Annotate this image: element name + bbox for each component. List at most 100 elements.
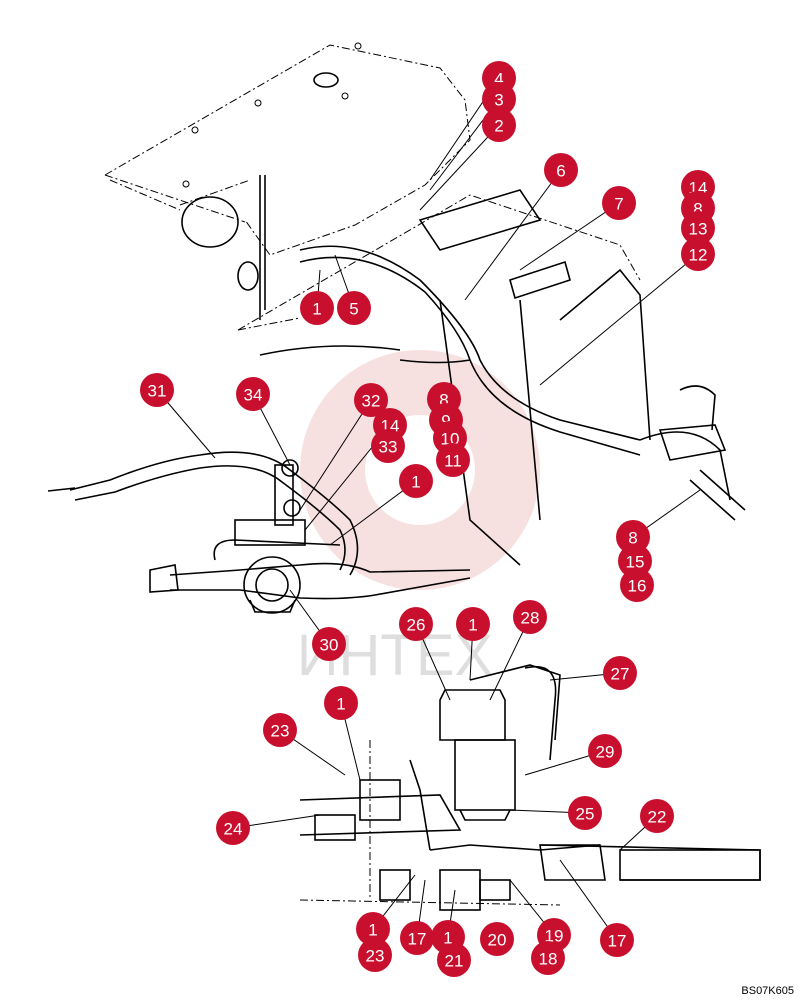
callout-circle bbox=[600, 923, 634, 957]
callout-circle bbox=[400, 921, 434, 955]
callout-22: 22 bbox=[640, 799, 674, 833]
callout-3: 3 bbox=[482, 82, 516, 116]
callout-circle bbox=[436, 443, 470, 477]
callout-number: 28 bbox=[521, 609, 540, 628]
callout-21: 21 bbox=[437, 943, 471, 977]
callout-number: 27 bbox=[611, 665, 630, 684]
callout-circle bbox=[640, 799, 674, 833]
callout-number: 32 bbox=[362, 392, 381, 411]
callout-number: 29 bbox=[596, 743, 615, 762]
callout-circle bbox=[568, 796, 602, 830]
callout-1: 1 bbox=[300, 291, 334, 325]
callout-number: 23 bbox=[271, 722, 290, 741]
callout-number: 17 bbox=[608, 932, 627, 951]
callout-circle bbox=[437, 943, 471, 977]
callout-circle bbox=[354, 383, 388, 417]
callout-1: 1 bbox=[399, 464, 433, 498]
callout-23: 23 bbox=[263, 713, 297, 747]
callout-number: 20 bbox=[488, 931, 507, 950]
fuel-tank-drawing bbox=[104, 42, 746, 566]
callout-number: 30 bbox=[320, 636, 339, 655]
callout-number: 18 bbox=[539, 950, 558, 969]
callout-circle bbox=[480, 922, 514, 956]
callout-circle bbox=[513, 600, 547, 634]
callout-circle bbox=[482, 82, 516, 116]
callout-circle bbox=[603, 656, 637, 690]
callout-circle bbox=[531, 941, 565, 975]
callout-34: 34 bbox=[236, 377, 270, 411]
callout-number: 1 bbox=[312, 300, 321, 319]
callout-number: 25 bbox=[576, 805, 595, 824]
callout-24: 24 bbox=[216, 811, 250, 845]
callout-13: 13 bbox=[681, 211, 715, 245]
callout-circle bbox=[356, 912, 390, 946]
callout-number: 15 bbox=[626, 553, 645, 572]
callout-18: 18 bbox=[531, 941, 565, 975]
callout-circle bbox=[544, 153, 578, 187]
callout-number: 31 bbox=[148, 382, 167, 401]
callout-number: 1 bbox=[411, 473, 420, 492]
callout-circle bbox=[216, 811, 250, 845]
callout-number: 19 bbox=[545, 927, 564, 946]
callout-17: 17 bbox=[600, 923, 634, 957]
callout-number: 33 bbox=[379, 438, 398, 457]
callout-number: 21 bbox=[445, 952, 464, 971]
callout-circle bbox=[312, 627, 346, 661]
callout-number: 23 bbox=[366, 947, 385, 966]
callout-number: 34 bbox=[244, 386, 263, 405]
callout-33: 33 bbox=[371, 429, 405, 463]
callout-2: 2 bbox=[482, 108, 516, 142]
callout-circle bbox=[263, 713, 297, 747]
callout-number: 9 bbox=[441, 412, 450, 431]
callout-circle bbox=[681, 237, 715, 271]
callout-number: 22 bbox=[648, 808, 667, 827]
callout-circle bbox=[337, 291, 371, 325]
callout-28: 28 bbox=[513, 600, 547, 634]
callout-1: 1 bbox=[324, 686, 358, 720]
callout-circle bbox=[588, 734, 622, 768]
callout-6: 6 bbox=[544, 153, 578, 187]
callout-26: 26 bbox=[399, 607, 433, 641]
callout-number: 7 bbox=[614, 195, 623, 214]
callout-number: 6 bbox=[556, 162, 565, 181]
callout-number: 1 bbox=[336, 695, 345, 714]
callout-number: 5 bbox=[349, 300, 358, 319]
callout-1: 1 bbox=[456, 607, 490, 641]
callout-31: 31 bbox=[140, 373, 174, 407]
callout-7: 7 bbox=[602, 186, 636, 220]
callout-30: 30 bbox=[312, 627, 346, 661]
callout-17: 17 bbox=[400, 921, 434, 955]
fuel-filter-drawing bbox=[47, 451, 471, 614]
callout-circle bbox=[681, 211, 715, 245]
callout-circle bbox=[620, 568, 654, 602]
callout-5: 5 bbox=[337, 291, 371, 325]
callout-number: 3 bbox=[494, 91, 503, 110]
callout-number: 8 bbox=[628, 529, 637, 548]
callout-circle bbox=[140, 373, 174, 407]
callout-29: 29 bbox=[588, 734, 622, 768]
callout-20: 20 bbox=[480, 922, 514, 956]
callout-number: 1 bbox=[368, 921, 377, 940]
callout-circle bbox=[236, 377, 270, 411]
callout-number: 4 bbox=[494, 70, 503, 89]
callout-11: 11 bbox=[436, 443, 470, 477]
callout-32: 32 bbox=[354, 383, 388, 417]
callout-circle bbox=[300, 291, 334, 325]
callout-circle bbox=[399, 607, 433, 641]
callout-12: 12 bbox=[681, 237, 715, 271]
callout-number: 1 bbox=[443, 929, 452, 948]
callout-1: 1 bbox=[356, 912, 390, 946]
figure-code: BS07K605 bbox=[741, 985, 794, 997]
callout-circle bbox=[324, 686, 358, 720]
callout-number: 13 bbox=[689, 220, 708, 239]
callout-circle bbox=[358, 938, 392, 972]
callout-number: 24 bbox=[224, 820, 243, 839]
callout-number: 11 bbox=[444, 452, 462, 471]
engine-installation-drawing bbox=[299, 664, 761, 911]
callout-number: 26 bbox=[407, 616, 426, 635]
callout-number: 8 bbox=[693, 200, 702, 219]
callout-27: 27 bbox=[603, 656, 637, 690]
callout-number: 2 bbox=[494, 117, 503, 136]
